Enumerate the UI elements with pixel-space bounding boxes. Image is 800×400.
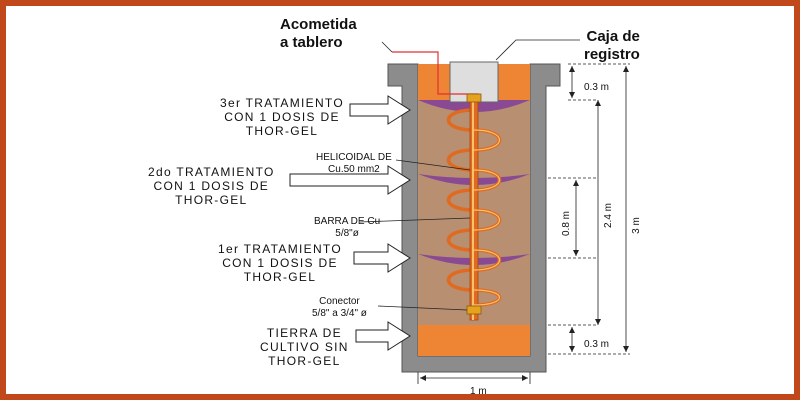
helicoidal-label: HELICOIDAL DE Cu.50 mm2 <box>316 152 392 175</box>
copper-bar-highlight <box>472 98 474 320</box>
bottom-fill-layer <box>418 325 530 356</box>
dim-middle-label: 0.8 m <box>561 210 573 237</box>
dim-bottom-label: 0.3 m <box>584 339 610 350</box>
caja-leader <box>495 39 580 61</box>
tratamiento-3-label: 3er TRATAMIENTO CON 1 DOSIS DE THOR-GEL <box>220 96 344 138</box>
tratamiento-2-label: 2do TRATAMIENTO CON 1 DOSIS DE THOR-GEL <box>148 165 275 207</box>
pit-diagram <box>289 39 630 384</box>
caja-registro-label: Caja de registro <box>584 28 640 63</box>
dim-width-label: 1 m <box>470 386 487 397</box>
barra-leader <box>359 217 471 223</box>
dim-mid-total-label: 2.4 m <box>603 202 615 229</box>
acometida-label: Acometida a tablero <box>280 16 357 51</box>
arrow-tierra <box>355 321 411 351</box>
barra-label: BARRA DE Cu 5/8"ø <box>314 216 381 239</box>
conector-label: Conector 5/8" a 3/4" ø <box>312 296 367 319</box>
bottom-connector <box>466 305 482 315</box>
arrow-tratamiento-3 <box>349 95 411 125</box>
acometida-leader <box>381 41 393 53</box>
dim-total-label: 3 m <box>630 217 642 234</box>
tierra-label: TIERRA DE CULTIVO SIN THOR-GEL <box>260 326 349 368</box>
top-connector <box>466 93 482 103</box>
helicoidal-leader <box>395 159 471 171</box>
dim-top-label: 0.3 m <box>584 82 610 93</box>
tratamiento-1-label: 1er TRATAMIENTO CON 1 DOSIS DE THOR-GEL <box>218 242 342 284</box>
dim-arrows-bottom <box>569 327 575 352</box>
copper-helix-front <box>473 129 501 306</box>
conector-leader <box>377 305 468 311</box>
arrow-tratamiento-2 <box>289 165 411 195</box>
arrow-tratamiento-1 <box>353 243 411 273</box>
